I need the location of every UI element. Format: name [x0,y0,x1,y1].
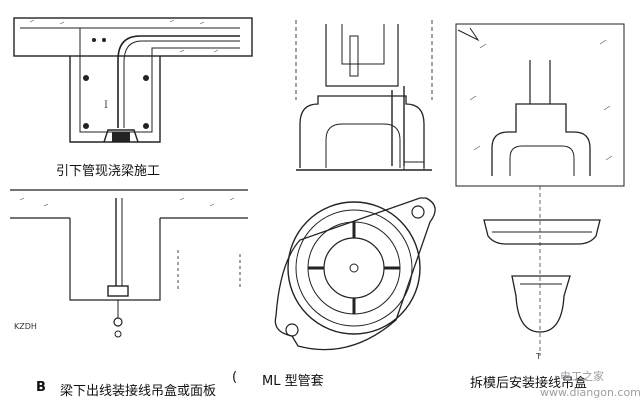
watermark-url: www.diangon.com [540,386,640,399]
caption-panel-b-letter: B [36,380,46,395]
svg-text:I: I [104,100,108,111]
caption-panel-b: 梁下出线装接线吊盒或面板 [60,384,217,399]
label-panel-b-code: KZDH [14,322,37,331]
label-panel-d-mark: T [536,352,541,361]
panel-c-ml-sleeve-plan [274,197,436,351]
panel-c-sleeve-section [295,20,433,171]
panel-a-beam-section: I [13,17,253,143]
caption-panel-c: ML 型管套 [262,374,324,389]
caption-panel-a: 引下管现浇梁施工 [56,164,161,179]
panel-d-box-install [455,23,625,356]
watermark-title: 电工之家 [560,370,604,383]
caption-panel-d: 拆模后安装接线吊盒 [470,376,588,391]
panel-b-beam-outlet [10,189,248,338]
caption-panel-c-mark: ( [232,370,238,385]
